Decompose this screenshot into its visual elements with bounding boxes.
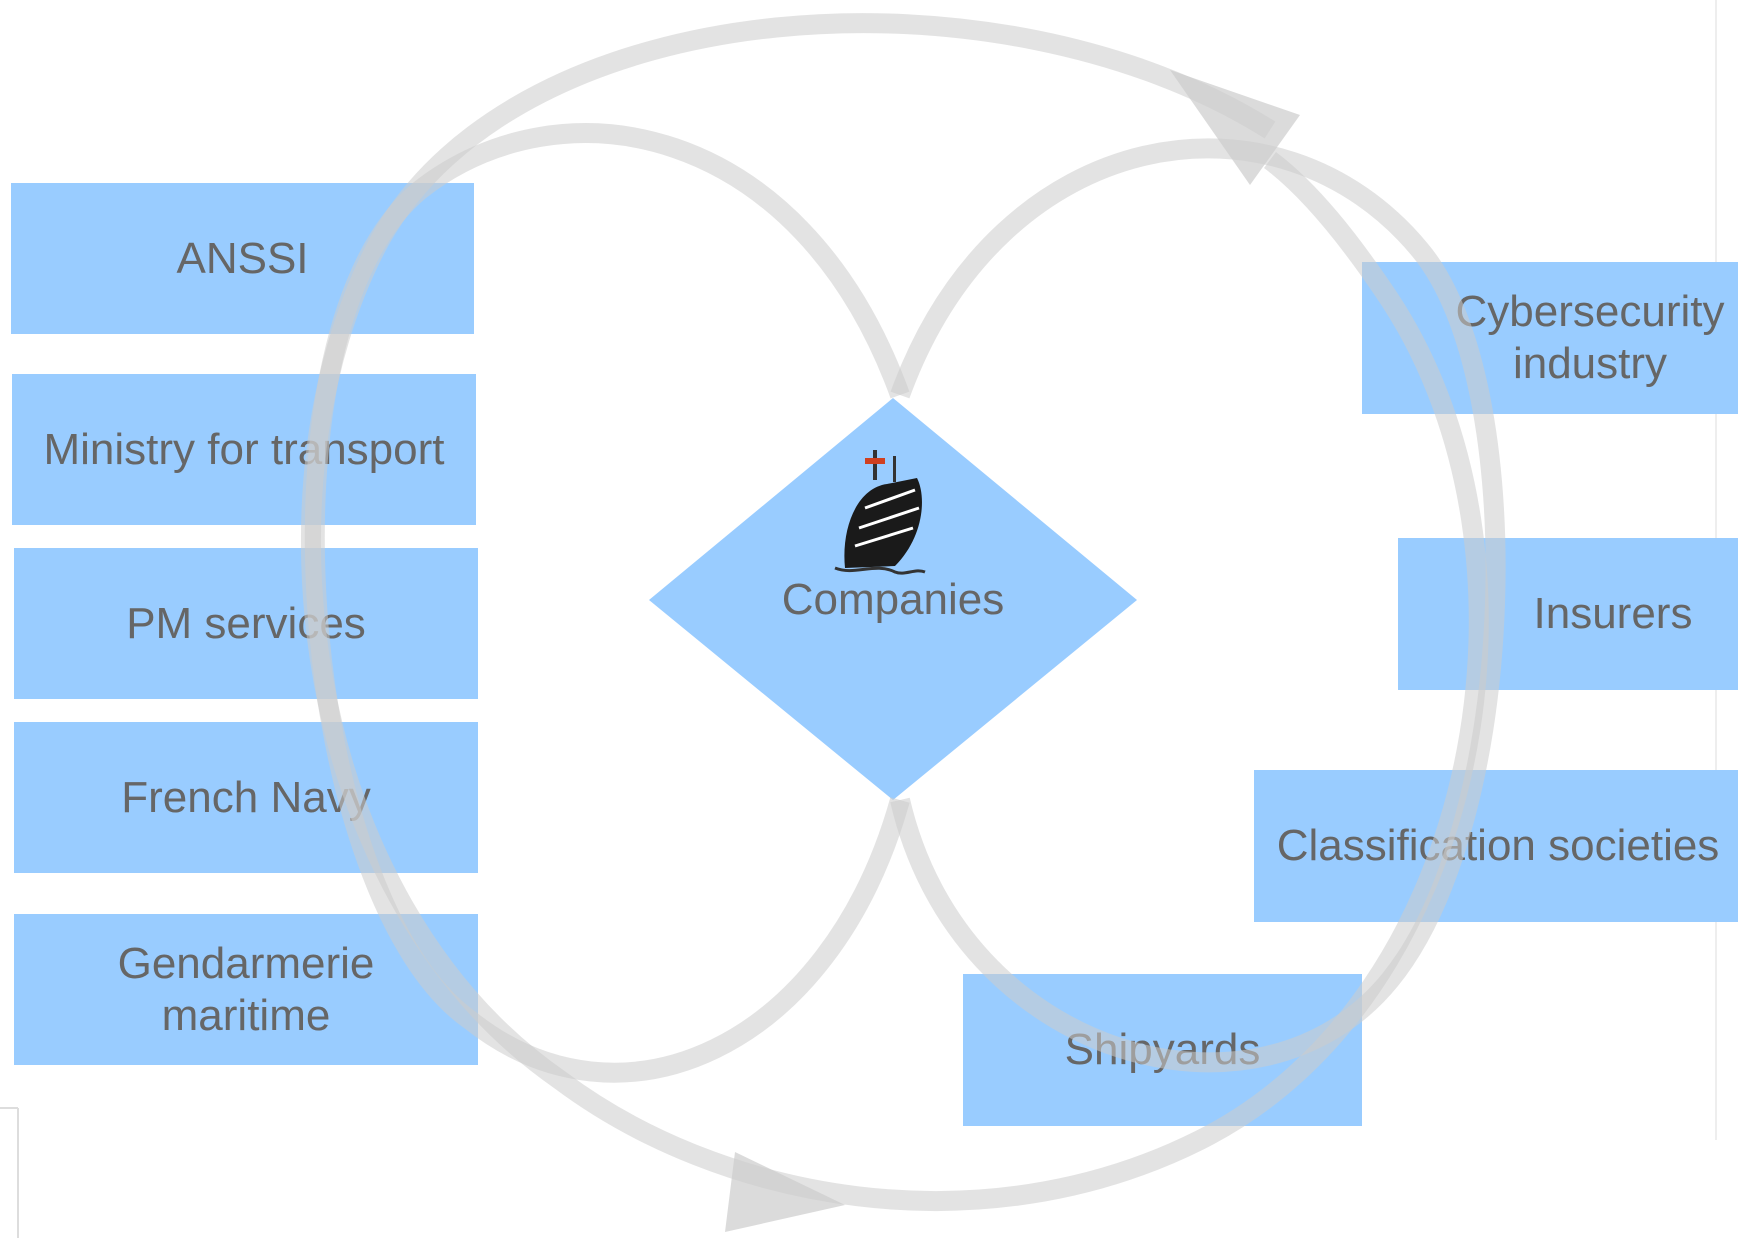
box-cybersecurity-label: Cybersecurity industry <box>1455 287 1725 388</box>
box-ministry-label: Ministry for transport <box>43 424 445 474</box>
box-ministry-for-transport: Ministry for transport <box>12 374 476 525</box>
box-gendarmerie-label: Gendarmerie maritime <box>117 938 375 1040</box>
box-french-navy-label: French Navy <box>121 772 371 822</box>
box-insurers: Insurers <box>1398 538 1738 690</box>
box-cybersecurity-industry: Cybersecurity industry <box>1362 262 1738 414</box>
box-gendarmerie-maritime: Gendarmerie maritime <box>14 914 478 1065</box>
box-insurers-label: Insurers <box>1533 589 1693 638</box>
box-anssi: ANSSI <box>11 183 474 334</box>
box-classification-societies: Classification societies <box>1254 770 1738 922</box>
box-shipyards: Shipyards <box>963 974 1362 1126</box>
box-classification-label: Classification societies <box>1276 821 1720 870</box>
ship-mast <box>873 450 877 480</box>
ship-mast <box>893 456 896 482</box>
box-french-navy: French Navy <box>14 722 478 873</box>
companies-label-text: Companies <box>781 575 1005 624</box>
companies-label: Companies <box>740 570 1046 630</box>
box-shipyards-label: Shipyards <box>1064 1025 1261 1074</box>
box-pm-services-label: PM services <box>126 598 366 648</box>
box-anssi-label: ANSSI <box>176 233 309 283</box>
ship-flag <box>865 458 885 464</box>
box-pm-services: PM services <box>14 548 478 699</box>
